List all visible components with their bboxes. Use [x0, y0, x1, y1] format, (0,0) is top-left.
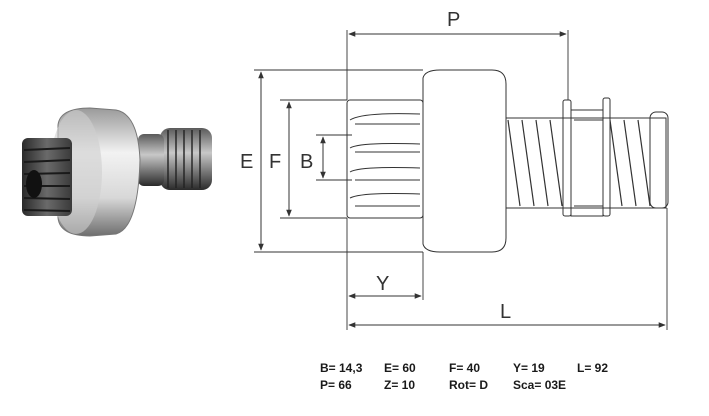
spec-f: F= 40: [449, 361, 481, 375]
spec-l: L= 92: [577, 361, 609, 375]
spec-b: B= 14,3: [320, 361, 363, 375]
spec-sca: Sca= 03E: [513, 378, 567, 392]
dim-label-f: F: [269, 151, 281, 173]
drawing-spring: [507, 119, 651, 207]
drawing-pinion-teeth: [349, 113, 421, 207]
dim-label-y: Y: [376, 273, 389, 295]
spec-p: P= 66: [320, 378, 352, 392]
spec-table: B= 14,3 E= 60 F= 40 Y= 19 L= 92 P= 66 Z=…: [320, 361, 640, 395]
spec-row-1: B= 14,3 E= 60 F= 40 Y= 19 L= 92: [320, 361, 640, 378]
spec-e: E= 60: [384, 361, 416, 375]
drawing-flange-mid: [602, 97, 611, 217]
dimension-labels: P E F B Y L: [240, 9, 511, 323]
dim-label-p: P: [447, 9, 460, 31]
photo-shaft-collar: [138, 134, 164, 186]
technical-drawing: [254, 30, 669, 330]
extension-lines: [254, 30, 668, 330]
drawing-pinion: [346, 99, 424, 219]
part-photo: [22, 107, 212, 237]
spec-y: Y= 19: [513, 361, 545, 375]
photo-pinion-bore: [26, 170, 42, 198]
drawing-hub: [570, 109, 604, 217]
spec-rot: Rot= D: [449, 378, 488, 392]
dim-label-b: B: [300, 151, 313, 173]
photo-shaft-threads: [167, 130, 201, 188]
spec-z: Z= 10: [384, 378, 416, 392]
dim-label-l: L: [500, 301, 511, 323]
drawing-housing: [422, 69, 507, 253]
spec-row-2: P= 66 Z= 10 Rot= D Sca= 03E: [320, 378, 640, 395]
drawing-end-cap: [649, 111, 669, 209]
drawing-flange-left: [562, 99, 572, 217]
dim-label-e: E: [240, 151, 253, 173]
drawing-shaft: [505, 117, 667, 209]
